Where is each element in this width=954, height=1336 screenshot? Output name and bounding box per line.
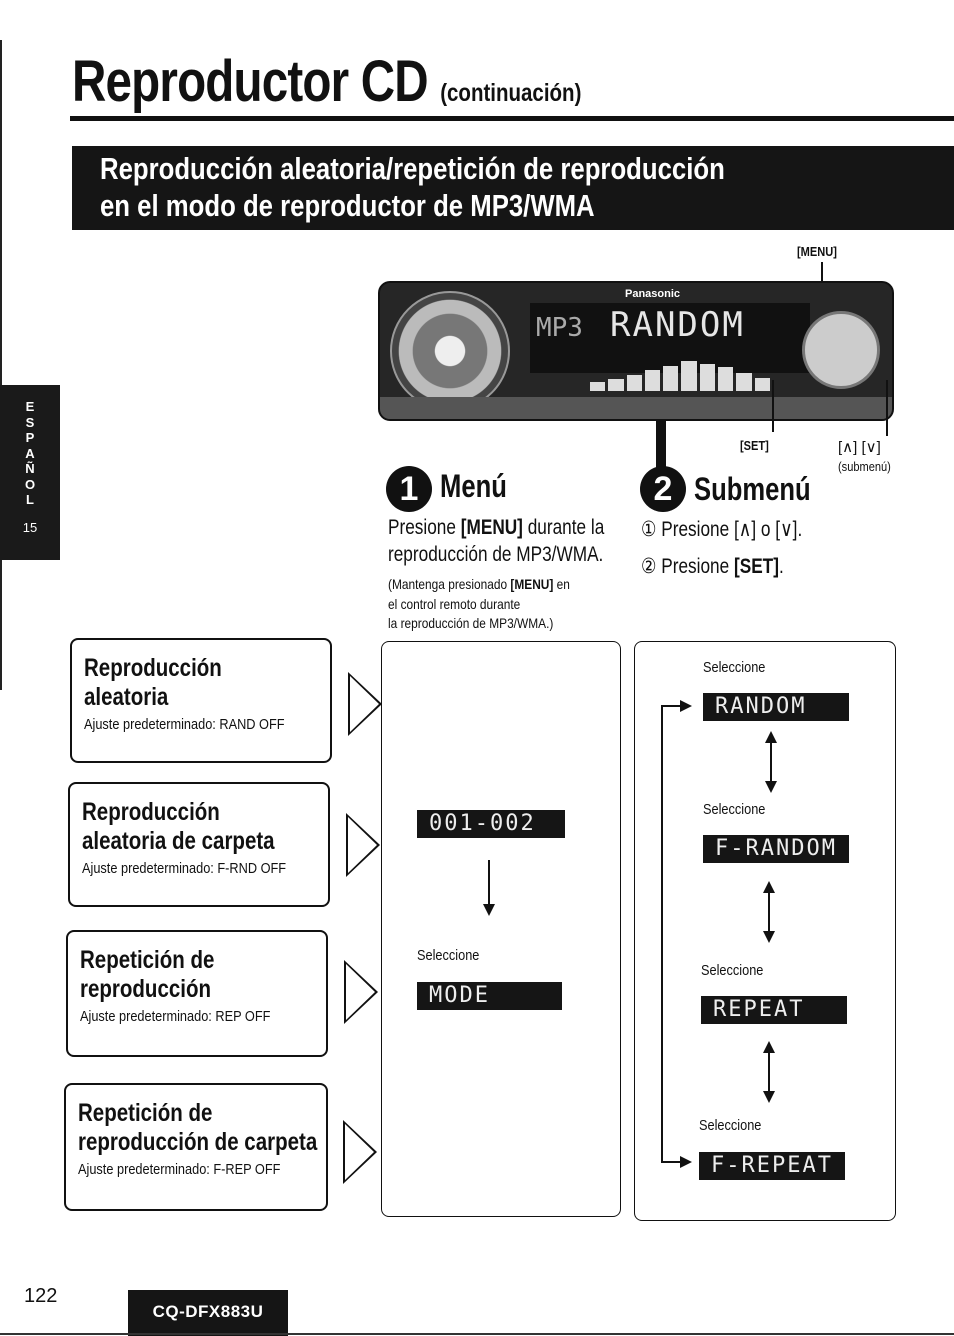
mode-title: Repetición de — [80, 946, 215, 974]
model-badge: CQ-DFX883U — [128, 1290, 288, 1336]
side-tab-letter: S — [25, 414, 35, 430]
device-display-mode: MP3 — [536, 313, 583, 343]
triangle-arrow-icon — [346, 813, 380, 877]
page-left-edge-line — [0, 40, 2, 690]
loop-arrow-icon — [680, 1156, 692, 1168]
page-number: 122 — [24, 1285, 58, 1307]
loop-bracket-line — [661, 705, 663, 1163]
page-subtitle: (continuación) — [440, 79, 582, 107]
section-banner: Reproducción aleatoria/repetición de rep… — [72, 146, 954, 230]
folder-random-display: F-RANDOM — [703, 835, 849, 863]
triangle-arrow-icon — [348, 672, 382, 736]
car-stereo-illustration: Panasonic MP3 RANDOM — [378, 281, 894, 421]
mode-title: Reproducción — [84, 654, 222, 682]
device-brand: Panasonic — [625, 288, 681, 300]
device-display: MP3 RANDOM — [530, 303, 810, 373]
step-1-note-1: (Mantenga presionado [MENU] en — [388, 576, 570, 592]
random-display: RANDOM — [703, 693, 849, 721]
banner-line-1: Reproducción aleatoria/repetición de rep… — [100, 151, 725, 186]
triangle-arrow-icon — [343, 1120, 377, 1184]
step-2-title: Submenú — [694, 471, 811, 507]
side-tab-number: 15 — [22, 519, 38, 535]
loop-bracket-bottom — [661, 1161, 683, 1163]
mode-title: reproducción — [80, 975, 211, 1003]
mode-box-folder-random: Reproducción aleatoria de carpeta Ajuste… — [68, 782, 330, 907]
level-meter-icon — [590, 361, 770, 391]
step-2-line-1: ① Presione [∧] o [∨]. — [641, 518, 803, 541]
step-2-line-2: ② Presione [SET]. — [641, 555, 784, 578]
mode-box-random: Reproducción aleatoria Ajuste predetermi… — [70, 638, 332, 763]
repeat-display: REPEAT — [701, 996, 847, 1024]
navigation-pad-icon — [802, 311, 880, 389]
menu-callout-line — [821, 262, 823, 292]
step-1-badge: 1 — [386, 466, 432, 512]
mode-title: aleatoria — [84, 683, 169, 711]
down-arrow-icon — [483, 860, 495, 916]
volume-knob-icon — [390, 291, 510, 411]
step-2-badge: 2 — [640, 466, 686, 512]
side-tab-letter: P — [25, 430, 35, 445]
mode-title: Repetición de — [78, 1099, 213, 1127]
device-lower-strip — [380, 397, 892, 419]
side-tab-letter: O — [24, 476, 36, 492]
mode-default: Ajuste predeterminado: F-REP OFF — [78, 1161, 281, 1178]
loop-bracket-top — [661, 705, 683, 707]
folder-repeat-display: F-REPEAT — [699, 1152, 845, 1180]
device-display-text: RANDOM — [610, 305, 745, 345]
mode-box-repeat: Repetición de reproducción Ajuste predet… — [66, 930, 328, 1057]
updown-arrow-icon — [765, 731, 777, 793]
triangle-arrow-icon — [344, 960, 378, 1024]
banner-line-2: en el modo de reproductor de MP3/WMA — [100, 188, 595, 223]
updown-button-label: [∧] [∨] — [838, 439, 881, 456]
side-tab-letter: E — [25, 399, 35, 414]
select-label: Seleccione — [703, 659, 766, 676]
bottom-rule — [0, 1333, 954, 1335]
step-1-title: Menú — [440, 468, 507, 504]
page-title-text: Reproductor CD — [72, 49, 429, 114]
updown-arrow-icon — [763, 881, 775, 943]
side-tab-letter: L — [26, 492, 34, 507]
select-label: Seleccione — [703, 801, 766, 818]
step-1-note-2: el control remoto durante — [388, 596, 521, 612]
title-rule — [70, 116, 954, 121]
step-1-note-3: la reproducción de MP3/WMA.) — [388, 615, 554, 631]
mode-title: reproducción de carpeta — [78, 1128, 318, 1156]
updown-callout-line — [886, 380, 888, 436]
select-label: Seleccione — [417, 947, 480, 964]
select-label: Seleccione — [699, 1117, 762, 1134]
select-label: Seleccione — [701, 962, 764, 979]
set-button-label: [SET] — [740, 438, 769, 453]
side-tab-letter: Ñ — [25, 461, 35, 476]
step-1-line-1: Presione [MENU] durante la — [388, 516, 605, 539]
set-callout-pointer — [656, 420, 666, 482]
mode-title: Reproducción — [82, 798, 220, 826]
page-title: Reproductor CD (continuación) — [72, 48, 581, 115]
updown-arrow-icon — [763, 1041, 775, 1103]
menu-button-label: [MENU] — [797, 244, 837, 259]
set-callout-line — [772, 380, 774, 432]
mode-box-folder-repeat: Repetición de reproducción de carpeta Aj… — [64, 1083, 328, 1211]
mode-default: Ajuste predeterminado: F-RND OFF — [82, 860, 287, 877]
side-tab-letter: A — [25, 445, 35, 461]
submenu-panel — [634, 641, 896, 1221]
menu-panel — [381, 641, 621, 1217]
step-1-line-2: reproducción de MP3/WMA. — [388, 543, 604, 566]
language-side-tab: E S P A Ñ O L 15 — [0, 385, 60, 560]
submenu-label: (submenú) — [838, 459, 891, 474]
mode-display: MODE — [417, 982, 562, 1010]
loop-arrow-icon — [680, 700, 692, 712]
mode-default: Ajuste predeterminado: RAND OFF — [84, 716, 285, 733]
track-display: 001-002 — [417, 810, 565, 838]
mode-title: aleatoria de carpeta — [82, 827, 275, 855]
mode-default: Ajuste predeterminado: REP OFF — [80, 1008, 271, 1025]
